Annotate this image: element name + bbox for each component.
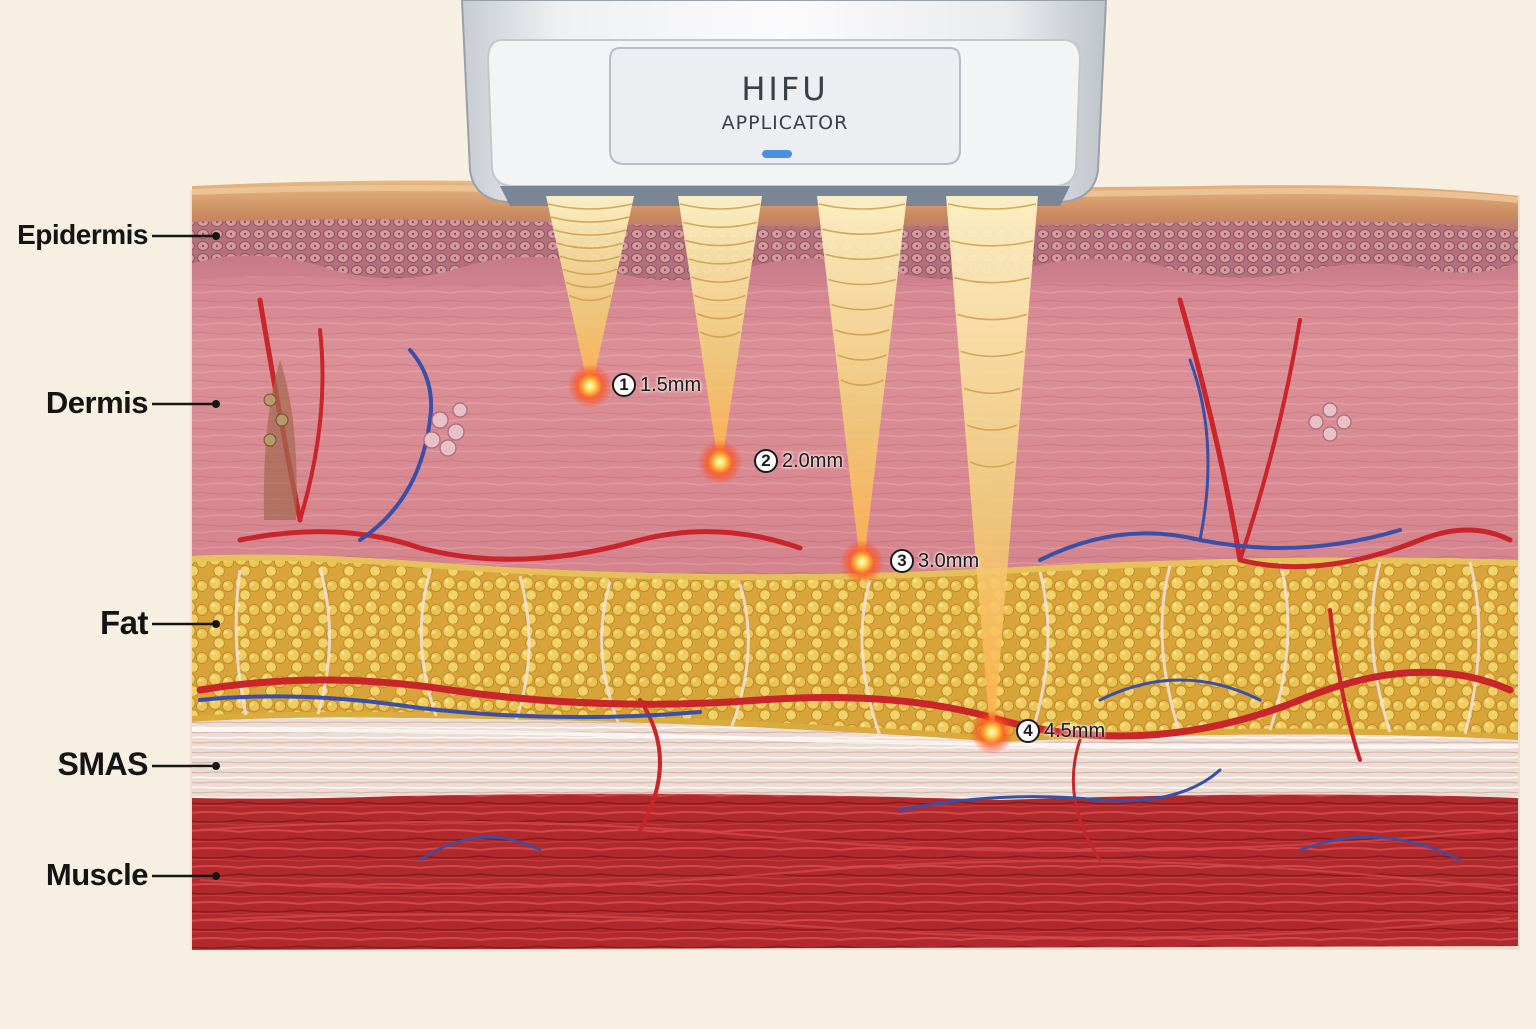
beam-wave-1-1 — [550, 216, 630, 223]
beam-3 — [817, 196, 907, 584]
beam-wave-3-7 — [840, 379, 884, 386]
beam-wave-4-3 — [957, 313, 1027, 321]
beam-wave-4-4 — [960, 350, 1024, 358]
beam-wave-1-3 — [556, 242, 624, 249]
beam-wave-3-3 — [828, 278, 896, 286]
hifu-applicator — [460, 0, 1108, 206]
leader-dot-dermis — [212, 400, 220, 408]
beam-wave-1-6 — [565, 281, 615, 289]
beam-wave-4-6 — [966, 424, 1018, 431]
focal-point-2 — [698, 440, 742, 484]
beam-wave-2-4 — [691, 276, 749, 283]
hair-follicle — [263, 360, 297, 520]
beam-wave-4-1 — [950, 240, 1034, 247]
beam-4 — [946, 196, 1038, 754]
focal-point-3 — [840, 540, 884, 584]
beam-wave-3-0 — [818, 203, 906, 210]
beam-cone-3 — [817, 196, 907, 562]
leader-dot-fat — [212, 620, 220, 628]
beam-wave-2-1 — [682, 221, 758, 229]
depth-value: 4.5mm — [1044, 719, 1106, 742]
beam-wave-1-0 — [547, 203, 633, 210]
leader-dot-epidermis — [212, 232, 220, 240]
beam-1 — [546, 196, 634, 408]
leader-dot-muscle — [212, 872, 220, 880]
focal-point-4 — [970, 710, 1014, 754]
layer-label-fat: Fat — [100, 603, 149, 641]
smas-layer — [192, 717, 1518, 800]
beam-wave-4-7 — [969, 461, 1015, 468]
depth-number-badge: 4 — [1016, 719, 1040, 743]
beam-wave-2-6 — [697, 312, 743, 320]
beam-wave-3-4 — [831, 303, 893, 311]
depth-value: 2.0mm — [782, 449, 844, 472]
beam-wave-3-6 — [837, 354, 887, 361]
beam-wave-1-5 — [562, 268, 618, 276]
depth-number-badge: 2 — [754, 449, 778, 473]
depth-value: 1.5mm — [640, 373, 702, 396]
beam-wave-2-7 — [699, 331, 741, 338]
beam-wave-3-1 — [821, 228, 903, 235]
beam-cone-2 — [678, 196, 762, 462]
beam-wave-4-0 — [947, 203, 1037, 210]
applicator-title: HIFU — [741, 70, 829, 108]
beam-wave-2-3 — [688, 258, 752, 265]
sweat-gland — [423, 402, 1352, 457]
applicator-subtitle: APPLICATOR — [721, 112, 849, 134]
beam-wave-1-4 — [559, 255, 621, 263]
layer-label-dermis: Dermis — [45, 384, 149, 420]
leader-dot-smas — [212, 762, 220, 770]
beam-wave-3-5 — [834, 329, 890, 336]
depth-number-badge: 1 — [612, 373, 636, 397]
layer-label-muscle: Muscle — [45, 856, 149, 892]
beam-wave-3-2 — [824, 253, 900, 261]
beam-2 — [678, 196, 762, 484]
depth-number-badge: 3 — [890, 549, 914, 573]
layer-label-epidermis: Epidermis — [17, 218, 148, 250]
veins — [198, 348, 1462, 862]
beam-wave-1-7 — [568, 294, 612, 302]
muscle-layer — [192, 793, 1518, 950]
depth-value: 3.0mm — [918, 549, 980, 572]
layer-label-smas: SMAS — [57, 746, 149, 783]
focal-point-1 — [568, 364, 612, 408]
beam-cone-1 — [546, 196, 634, 386]
beam-wave-2-5 — [694, 294, 746, 302]
beam-wave-4-2 — [954, 276, 1030, 284]
beam-wave-2-0 — [679, 203, 761, 210]
beam-wave-1-2 — [553, 229, 627, 236]
beam-cone-4 — [946, 196, 1038, 732]
beam-wave-2-2 — [685, 239, 755, 247]
beam-wave-4-5 — [963, 387, 1021, 395]
